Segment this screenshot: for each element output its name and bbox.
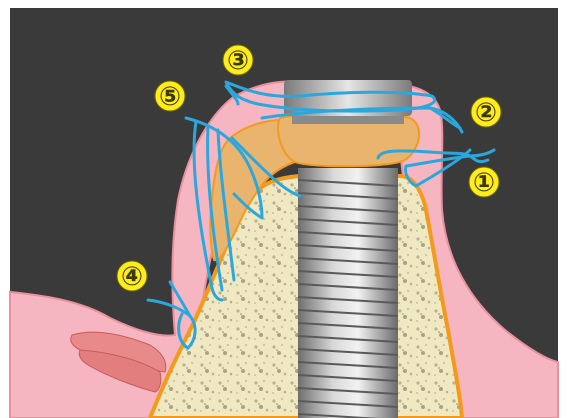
number-label-4: ④	[117, 261, 147, 292]
number-label-5: ⑤	[155, 81, 185, 112]
number-label-2: ②	[471, 97, 501, 128]
number-label-text: ④	[121, 262, 143, 292]
number-label-text: ⑤	[159, 82, 181, 112]
number-label-text: ②	[475, 98, 497, 128]
number-label-text: ③	[227, 46, 249, 76]
number-label-text: ①	[473, 168, 495, 198]
healing-abutment	[284, 80, 412, 124]
number-label-1: ①	[469, 167, 499, 198]
number-label-3: ③	[223, 45, 253, 76]
